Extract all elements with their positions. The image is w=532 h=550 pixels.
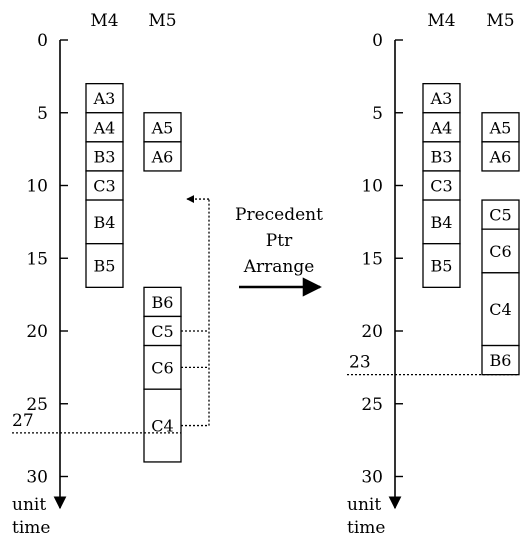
right-job-b6: B6 (481, 344, 520, 376)
left-job-box (143, 388, 182, 463)
right-job-box (481, 112, 520, 143)
left-job-box (85, 170, 124, 201)
right-job-label: B6 (490, 351, 512, 370)
left-job-box (85, 243, 124, 288)
left-job-box (85, 141, 124, 172)
left-job-label: B5 (94, 257, 116, 276)
left-job-label: B3 (94, 147, 116, 166)
left-tick-label: 25 (26, 395, 48, 415)
left-job-label: A6 (151, 147, 174, 166)
right-tick-label: 30 (361, 468, 383, 488)
right-job-b4: B4 (422, 199, 461, 245)
right-job-a4: A4 (422, 112, 461, 143)
arrow-caption-line-1: Precedent (235, 205, 323, 225)
left-job-b6: B6 (143, 286, 182, 318)
transform-arrow-group: Precedent Ptr Arrange (235, 205, 323, 297)
left-job-box (143, 112, 182, 143)
left-job-label: B4 (94, 213, 116, 232)
left-job-c4: C4 (143, 388, 182, 463)
right-tick-label: 5 (372, 104, 383, 124)
right-tick-label: 15 (361, 249, 383, 269)
left-tick-label: 20 (26, 322, 48, 342)
right-job-label: B5 (431, 257, 453, 276)
left-axis-label-line: time (12, 518, 50, 538)
right-machine-header-m5: M5 (486, 11, 514, 31)
left-job-c5: C5 (143, 315, 182, 347)
right-tick-label: 25 (361, 395, 383, 415)
right-job-c4: C4 (481, 272, 520, 347)
left-job-b5: B5 (85, 243, 124, 288)
left-makespan-label: 27 (12, 411, 34, 431)
left-tick-label: 10 (26, 177, 48, 197)
right-job-label: B4 (431, 213, 453, 232)
arrow-caption-line-3: Arrange (243, 257, 315, 277)
right-job-box (481, 272, 520, 347)
left-job-b3: B3 (85, 141, 124, 172)
left-job-c3: C3 (85, 170, 124, 201)
left-job-label: C3 (93, 177, 115, 196)
right-job-b3: B3 (422, 141, 461, 172)
right-job-box (481, 141, 520, 172)
right-job-label: B3 (431, 147, 453, 166)
left-job-label: A5 (151, 118, 174, 137)
left-job-label: C4 (151, 417, 173, 436)
left-job-label: A3 (93, 89, 116, 108)
right-makespan-label: 23 (349, 353, 371, 373)
right-job-label: C6 (489, 242, 511, 261)
right-job-box (481, 344, 520, 376)
left-tick-label: 30 (26, 468, 48, 488)
left-axis-label-line: unit (12, 495, 46, 515)
left-machine-header-m4: M4 (90, 11, 118, 31)
left-tick-label: 15 (26, 249, 48, 269)
left-job-a4: A4 (85, 112, 124, 143)
left-job-box (143, 141, 182, 172)
right-job-box (422, 83, 461, 114)
right-job-label: A4 (430, 118, 453, 137)
right-axis-label-line: unit (347, 495, 381, 515)
right-job-a3: A3 (422, 83, 461, 114)
left-job-label: C6 (151, 358, 173, 377)
left-machine-header-m5: M5 (148, 11, 176, 31)
left-job-box (143, 286, 182, 318)
right-job-label: C3 (430, 177, 452, 196)
left-job-b4: B4 (85, 199, 124, 245)
right-job-b5: B5 (422, 243, 461, 288)
right-job-box (422, 243, 461, 288)
left-job-label: B6 (152, 293, 174, 312)
left-job-c6: C6 (143, 344, 182, 390)
left-tick-label: 0 (37, 31, 48, 51)
right-job-label: A6 (489, 147, 512, 166)
right-job-box (481, 199, 520, 230)
left-job-a3: A3 (85, 83, 124, 114)
right-job-box (481, 228, 520, 274)
left-job-label: A4 (93, 118, 116, 137)
right-job-label: A3 (430, 89, 453, 108)
right-job-label: C4 (489, 300, 511, 319)
right-tick-label: 10 (361, 177, 383, 197)
left-job-label: C5 (151, 322, 173, 341)
right-tick-label: 20 (361, 322, 383, 342)
left-job-box (85, 199, 124, 245)
right-axis-label-line: time (347, 518, 385, 538)
right-job-c3: C3 (422, 170, 461, 201)
left-job-a5: A5 (143, 112, 182, 143)
right-job-label: A5 (489, 118, 512, 137)
arrow-caption-line-2: Ptr (266, 231, 293, 251)
right-tick-label: 0 (372, 31, 383, 51)
right-job-label: C5 (489, 206, 511, 225)
right-machine-header-m4: M4 (427, 11, 455, 31)
right-job-a5: A5 (481, 112, 520, 143)
left-tick-label: 5 (37, 104, 48, 124)
left-job-a6: A6 (143, 141, 182, 172)
right-job-c6: C6 (481, 228, 520, 274)
left-job-box (143, 344, 182, 390)
right-job-c5: C5 (481, 199, 520, 230)
right-job-a6: A6 (481, 141, 520, 172)
